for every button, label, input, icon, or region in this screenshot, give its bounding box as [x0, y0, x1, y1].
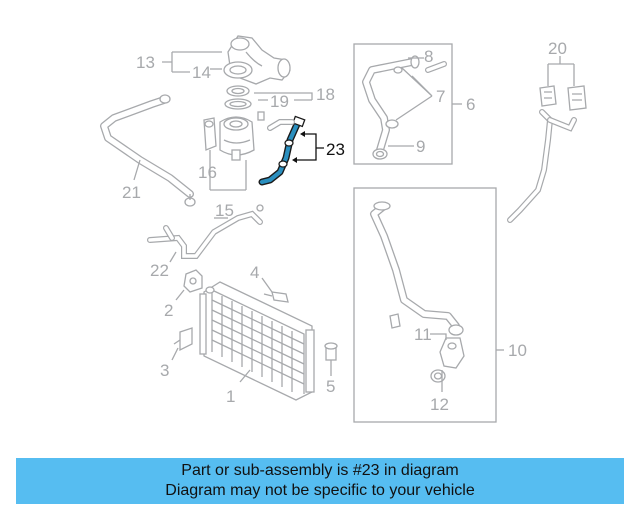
callout-20: 20: [548, 39, 567, 58]
callout-7: 7: [436, 87, 445, 106]
coolant-pipe-20-drawing: [507, 85, 587, 223]
callout-4: 4: [250, 263, 259, 282]
sub-assembly-box-10: [353, 187, 497, 423]
callout-1: 1: [226, 387, 235, 406]
coolant-hose-21-drawing: [100, 94, 196, 207]
callout-22: 22: [150, 261, 169, 280]
callout-21: 21: [122, 183, 141, 202]
seal-ring-drawing: [224, 85, 252, 110]
drain-plug-5-drawing: [324, 342, 338, 361]
callout-13: 13: [136, 53, 155, 72]
callout-12: 12: [430, 395, 449, 414]
info-banner: Part or sub-assembly is #23 in diagram D…: [16, 458, 624, 504]
sensor-2-drawing: [183, 269, 203, 293]
expansion-tank-drawing: [203, 111, 265, 161]
callout-9: 9: [416, 137, 425, 156]
lower-hose-10-drawing: [370, 201, 465, 383]
thermostat-housing-drawing: [223, 35, 291, 85]
callout-11: 11: [414, 325, 432, 344]
callout-14: 14: [192, 63, 211, 82]
coolant-pipe-22-drawing: [147, 204, 264, 259]
callout-16: 16: [198, 163, 217, 182]
banner-line-2: Diagram may not be specific to your vehi…: [165, 482, 475, 499]
callout-2: 2: [164, 301, 173, 320]
radiator-drawing: [199, 281, 315, 401]
callout-10: 10: [508, 341, 527, 360]
callout-8: 8: [424, 47, 433, 66]
banner-line-1: Part or sub-assembly is #23 in diagram: [181, 462, 459, 479]
coolant-hose-part-23[interactable]: [258, 115, 306, 186]
callout-3: 3: [160, 361, 169, 380]
callout-6: 6: [466, 95, 475, 114]
bracket-3-drawing: [173, 327, 193, 352]
callout-15: 15: [215, 201, 234, 220]
callout-23-highlighted: 23: [326, 140, 345, 159]
callout-18: 18: [316, 85, 335, 104]
callout-5: 5: [326, 377, 335, 396]
callout-19: 19: [270, 92, 289, 111]
upper-hose-6-drawing: [362, 55, 447, 160]
sensor-4-drawing: [263, 291, 289, 303]
